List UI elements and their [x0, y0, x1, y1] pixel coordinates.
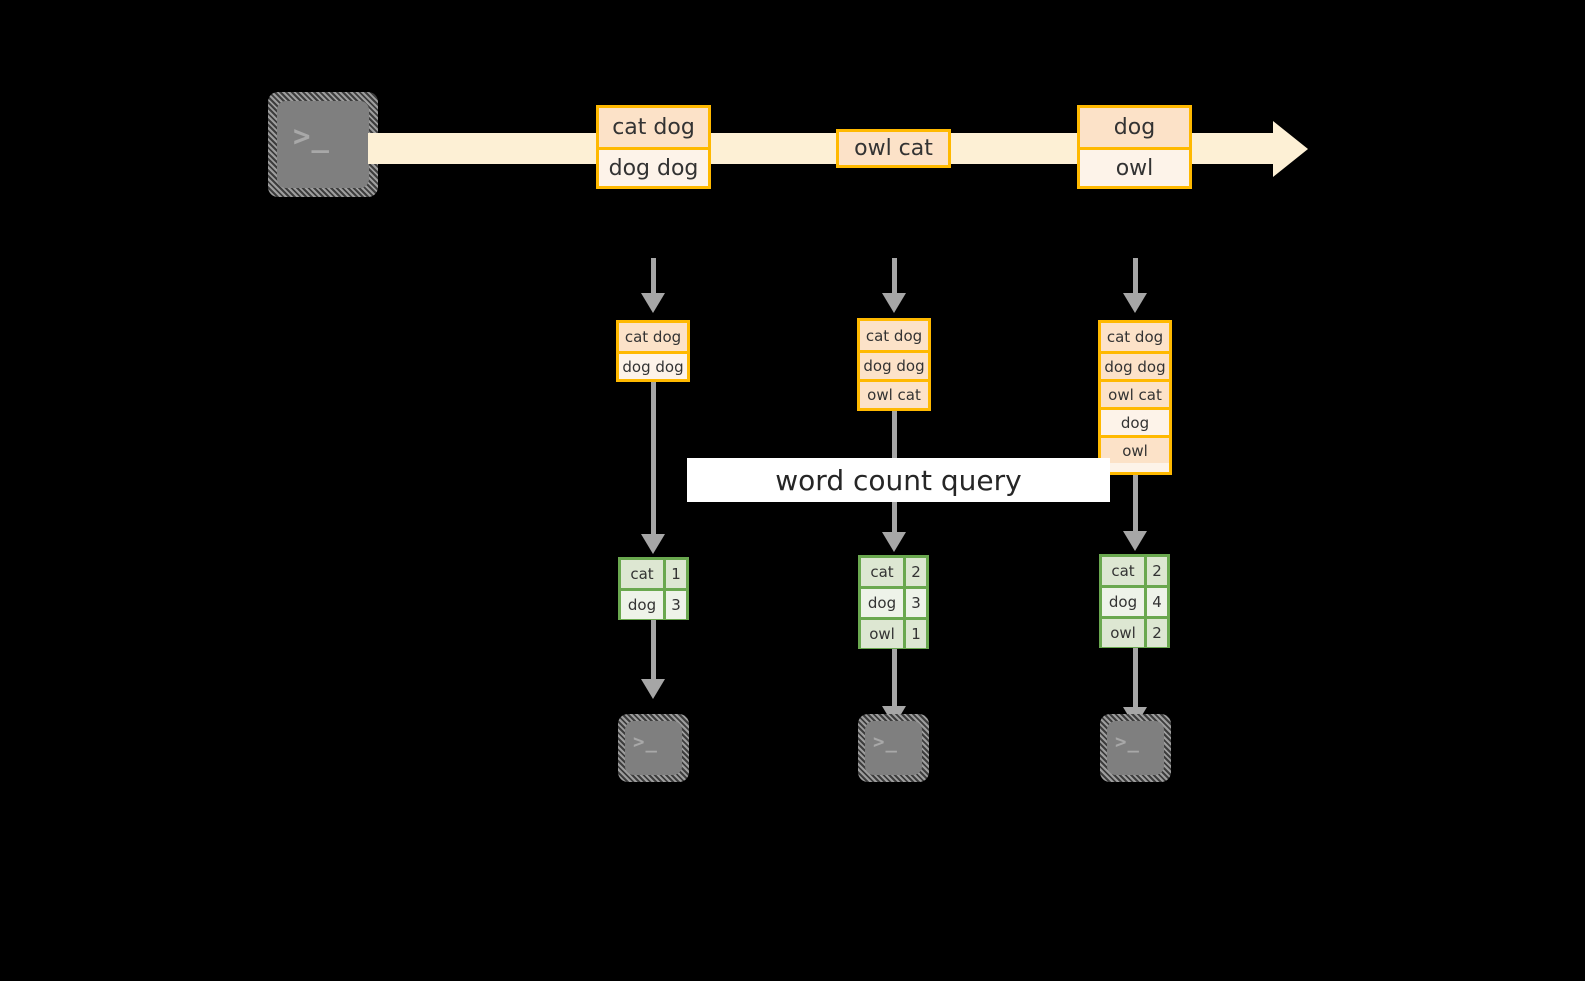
query-connector-arrow-2: [882, 532, 906, 552]
stream-batch-3-row-2: owl: [1080, 147, 1189, 186]
source-terminal-icon: >_: [268, 92, 378, 197]
stream-batch-3-row-1: dog: [1080, 108, 1189, 147]
accumulated-input-3-row-2: dog dog: [1101, 351, 1169, 379]
word-count-result-1-row-1: cat 1: [621, 560, 686, 588]
terminal-face: [1107, 721, 1164, 775]
trigger-connector-3: [1133, 258, 1138, 294]
sink-connector-1: [651, 620, 656, 680]
terminal-face: [865, 721, 922, 775]
result-word: dog: [621, 591, 663, 619]
accumulated-input-2-row-1: cat dog: [860, 321, 928, 350]
query-connector-1: [651, 382, 656, 535]
word-count-result-3[interactable]: cat 2 dog 4 owl 2: [1099, 554, 1170, 648]
trigger-connector-2: [892, 258, 897, 294]
result-count: 2: [1144, 619, 1167, 647]
result-word: cat: [861, 558, 903, 586]
trigger-connector-arrow-2: [882, 293, 906, 313]
terminal-face: [625, 721, 682, 775]
terminal-prompt-glyph: >_: [1115, 731, 1140, 753]
event-stream-arrow-head: [1273, 121, 1308, 177]
result-word: owl: [1102, 619, 1144, 647]
result-count: 3: [663, 591, 686, 619]
stream-batch-3[interactable]: dog owl: [1077, 105, 1192, 189]
query-connector-arrow-1: [641, 534, 665, 554]
result-count: 1: [903, 620, 926, 648]
query-connector-arrow-3: [1123, 531, 1147, 551]
accumulated-input-3-row-4: dog: [1101, 407, 1169, 435]
stream-batch-1-row-1: cat dog: [599, 108, 708, 147]
word-count-result-2[interactable]: cat 2 dog 3 owl 1: [858, 555, 929, 649]
stream-batch-1[interactable]: cat dog dog dog: [596, 105, 711, 189]
result-count: 3: [903, 589, 926, 617]
terminal-prompt-glyph: >_: [873, 731, 898, 753]
sink-connector-arrow-1: [641, 679, 665, 699]
accumulated-input-3[interactable]: cat dog dog dog owl cat dog owl: [1098, 320, 1172, 475]
accumulated-input-3-row-1: cat dog: [1101, 323, 1169, 351]
trigger-connector-arrow-1: [641, 293, 665, 313]
query-label: word count query: [687, 458, 1110, 502]
terminal-prompt-glyph: >_: [633, 731, 658, 753]
result-count: 1: [663, 560, 686, 588]
result-word: dog: [1102, 588, 1144, 616]
sink-connector-3: [1133, 648, 1138, 708]
result-word: owl: [861, 620, 903, 648]
stream-batch-2[interactable]: owl cat: [836, 129, 951, 168]
trigger-connector-1: [651, 258, 656, 294]
sink-terminal-icon-1: >_: [618, 714, 689, 782]
accumulated-input-1-row-1: cat dog: [619, 323, 687, 351]
trigger-connector-arrow-3: [1123, 293, 1147, 313]
word-count-result-3-row-2: dog 4: [1102, 585, 1167, 616]
word-count-result-2-row-2: dog 3: [861, 586, 926, 617]
result-word: dog: [861, 589, 903, 617]
terminal-face: [277, 101, 369, 188]
word-count-result-3-row-1: cat 2: [1102, 557, 1167, 585]
word-count-result-2-row-1: cat 2: [861, 558, 926, 586]
result-word: cat: [621, 560, 663, 588]
accumulated-input-2-row-2: dog dog: [860, 350, 928, 379]
query-connector-3: [1133, 475, 1138, 532]
accumulated-input-2[interactable]: cat dog dog dog owl cat: [857, 318, 931, 411]
accumulated-input-2-row-3: owl cat: [860, 379, 928, 408]
accumulated-input-1[interactable]: cat dog dog dog: [616, 320, 690, 382]
word-count-result-1-row-2: dog 3: [621, 588, 686, 619]
sink-terminal-icon-2: >_: [858, 714, 929, 782]
word-count-result-3-row-3: owl 2: [1102, 616, 1167, 647]
result-count: 2: [1144, 557, 1167, 585]
word-count-result-2-row-3: owl 1: [861, 617, 926, 648]
stream-batch-1-row-2: dog dog: [599, 147, 708, 186]
result-word: cat: [1102, 557, 1144, 585]
sink-connector-2: [892, 649, 897, 707]
word-count-result-1[interactable]: cat 1 dog 3: [618, 557, 689, 620]
stream-batch-2-row-1: owl cat: [839, 132, 948, 165]
result-count: 4: [1144, 588, 1167, 616]
terminal-prompt-glyph: >_: [293, 119, 330, 153]
accumulated-input-3-row-3: owl cat: [1101, 379, 1169, 407]
accumulated-input-3-row-5: owl: [1101, 435, 1169, 463]
accumulated-input-1-row-2: dog dog: [619, 351, 687, 379]
result-count: 2: [903, 558, 926, 586]
sink-terminal-icon-3: >_: [1100, 714, 1171, 782]
